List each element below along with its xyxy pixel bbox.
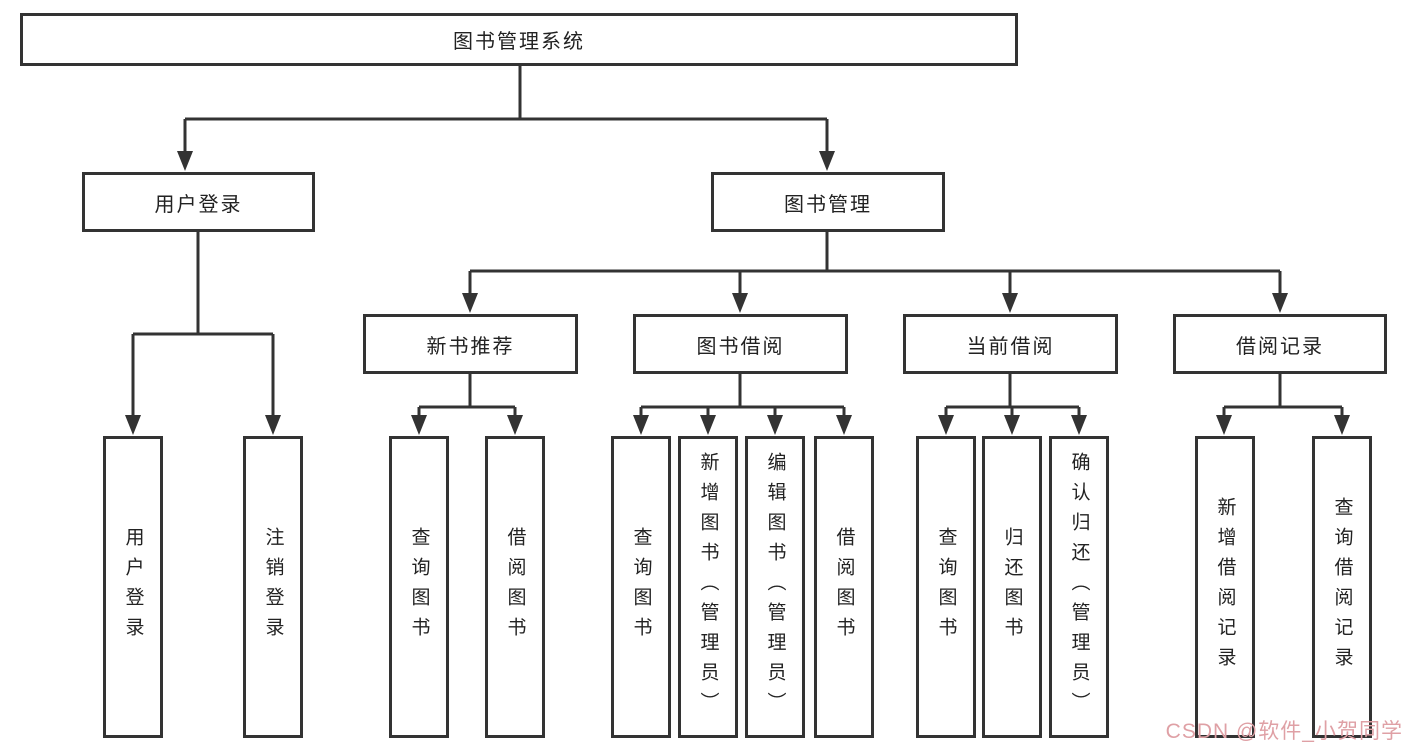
node-label: 当前借阅 bbox=[966, 335, 1055, 358]
leaf-confirm-return-admin: 确认归还（管理员） bbox=[1049, 436, 1109, 738]
node-label: 注销登录 bbox=[262, 527, 284, 647]
leaf-edit-books-admin: 编辑图书（管理员） bbox=[745, 436, 805, 738]
leaf-borrow-books-recommend: 借阅图书 bbox=[485, 436, 545, 738]
node-label: 用户登录 bbox=[122, 527, 144, 647]
node-label: 图书借阅 bbox=[696, 335, 785, 358]
arrowheads bbox=[125, 151, 1350, 435]
connector-root-split bbox=[183, 66, 829, 157]
leaf-logout: 注销登录 bbox=[243, 436, 303, 738]
node-label: 借阅图书 bbox=[833, 527, 855, 647]
leaf-query-books-borrow: 查询图书 bbox=[611, 436, 671, 738]
leaf-add-books-admin: 新增图书（管理员） bbox=[678, 436, 738, 738]
node-label: 图书管理系统 bbox=[453, 31, 585, 53]
node-label: 新书推荐 bbox=[426, 335, 515, 358]
connector-userlogin-split bbox=[131, 232, 275, 421]
node-label: 图书管理 bbox=[784, 193, 872, 216]
watermark: CSDN @软件_小贺同学 bbox=[1165, 720, 1403, 743]
node-user-login: 用户登录 bbox=[82, 172, 315, 232]
node-label: 借阅图书 bbox=[504, 527, 526, 647]
leaf-query-books-current: 查询图书 bbox=[916, 436, 976, 738]
connector-bookmgmt-split bbox=[468, 232, 1282, 299]
node-label: 查询图书 bbox=[630, 527, 652, 647]
connector-borrowrecord-split bbox=[1222, 374, 1344, 421]
leaf-borrow-books: 借阅图书 bbox=[814, 436, 874, 738]
connector-currentborrow-split bbox=[944, 374, 1081, 421]
leaf-query-books-recommend: 查询图书 bbox=[389, 436, 449, 738]
node-book-borrow: 图书借阅 bbox=[633, 314, 848, 374]
node-current-borrow: 当前借阅 bbox=[903, 314, 1118, 374]
leaf-return-books: 归还图书 bbox=[982, 436, 1042, 738]
node-label: 查询图书 bbox=[408, 527, 430, 647]
node-label: 新增借阅记录 bbox=[1214, 497, 1236, 677]
leaf-user-login: 用户登录 bbox=[103, 436, 163, 738]
node-label: 用户登录 bbox=[154, 193, 243, 216]
node-label: 归还图书 bbox=[1001, 527, 1023, 647]
node-book-management: 图书管理 bbox=[711, 172, 945, 232]
node-label: 确认归还（管理员） bbox=[1068, 452, 1090, 722]
leaf-query-borrow-record: 查询借阅记录 bbox=[1312, 436, 1372, 738]
connector-newbook-split bbox=[417, 374, 517, 421]
node-label: 查询借阅记录 bbox=[1331, 497, 1353, 677]
node-new-book-recommend: 新书推荐 bbox=[363, 314, 578, 374]
node-label: 借阅记录 bbox=[1236, 335, 1324, 358]
node-label: 编辑图书（管理员） bbox=[764, 452, 786, 722]
node-borrow-records: 借阅记录 bbox=[1173, 314, 1387, 374]
node-label: 查询图书 bbox=[935, 527, 957, 647]
node-library-system: 图书管理系统 bbox=[20, 13, 1018, 66]
connector-bookborrow-split bbox=[639, 374, 846, 421]
node-label: 新增图书（管理员） bbox=[697, 452, 719, 722]
leaf-add-borrow-record: 新增借阅记录 bbox=[1195, 436, 1255, 738]
